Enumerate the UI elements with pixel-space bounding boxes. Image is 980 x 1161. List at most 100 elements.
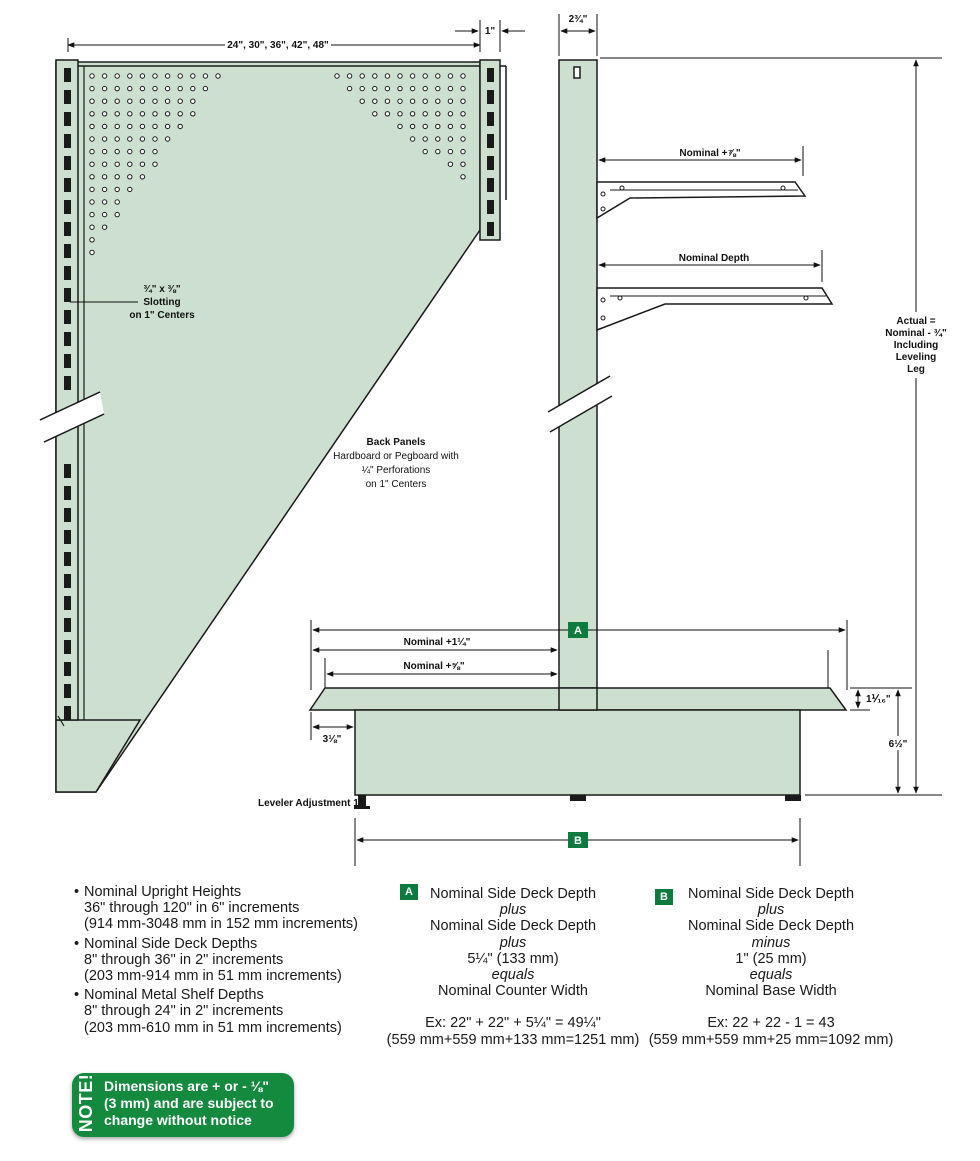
perforation [127,123,133,130]
perforation [139,174,146,180]
actual-height-4: Leveling [896,352,937,363]
perforation [114,174,120,180]
perforation [359,73,365,79]
note-side-deck-depths: •Nominal Side Deck Depths 8" through 36"… [74,936,358,985]
perforation [372,111,378,117]
perforation [447,111,454,117]
upright-slot [64,706,71,720]
perforation [139,98,146,104]
perforation [346,73,353,79]
perforation [127,148,133,155]
perforation [460,111,466,117]
perforation [152,85,158,92]
upright-slot [64,68,71,82]
perforation [177,73,183,79]
upright-slot [487,68,494,82]
perforation [190,98,196,104]
perforation [397,111,403,117]
perforation [384,111,391,117]
formula-operator: plus [757,902,785,919]
perforation [114,199,120,205]
deck-depth-label: Nominal +⅝" [403,661,464,672]
perforation [384,73,391,79]
upright-slot [64,464,71,478]
upright-slot [64,90,71,104]
note-line: 8" through 24" in 2" increments [84,1003,284,1020]
note-title: Nominal Metal Shelf Depths [84,987,264,1004]
perforation [409,85,416,92]
marker-a: A [574,625,582,637]
perforation [89,123,95,130]
perforation [127,174,133,180]
perforation [114,111,120,117]
perforation [397,98,403,104]
perforation [190,111,196,117]
note-line: (203 mm-914 mm in 51 mm increments) [84,968,342,985]
perforation [89,85,95,92]
upright-slot [487,134,494,148]
upright-slot [487,200,494,214]
perforation [164,111,171,117]
perforation [89,249,95,256]
shelf-bracket-lower [596,287,834,332]
perforation [101,186,108,193]
perforation [89,73,95,79]
formula-line: Nominal Side Deck Depth [687,886,855,902]
right-upright [479,59,501,241]
perforation [409,98,416,104]
upright-slot [64,508,71,522]
perforation [422,85,428,92]
perforation [460,98,466,104]
perforation [89,136,95,142]
slotting-label: Slotting [143,297,180,308]
perforation [89,211,95,218]
leveler-label: Leveler Adjustment 1" [258,798,364,809]
perforation [101,73,108,79]
back-panels-perf: ¼" Perforations [362,464,431,476]
formula-b-badge: B [655,889,673,905]
upright-slot [64,486,71,500]
perforation [164,85,171,92]
formula-operator: equals [749,967,793,984]
upright-slot [64,156,71,170]
perforation [346,85,353,92]
formula-a-badge: A [400,884,418,900]
perforation [435,111,441,117]
perforation [409,73,416,79]
perforation [114,148,120,155]
note-text: Dimensions are + or - ⅛" (3 mm) and are … [104,1078,274,1129]
note-shelf-depths: •Nominal Metal Shelf Depths 8" through 2… [74,987,358,1036]
actual-height-5: Leg [907,364,925,375]
back-panels-desc: Hardboard or Pegboard with [333,451,459,462]
upright-slot [64,552,71,566]
perforation [409,123,416,130]
perforation [89,111,95,117]
upper-shelf-label: Nominal +⅞" [679,148,740,159]
upright-slot [64,376,71,390]
upright-slot [64,618,71,632]
perforation [177,85,183,92]
perforation [139,73,146,79]
perforation [139,148,146,155]
upright-slot [64,596,71,610]
perforation [384,85,391,92]
perforation [460,85,466,92]
perforation [202,85,209,92]
perforation [422,123,428,130]
actual-height-2: Nominal - ¾" [885,328,947,339]
perforation [359,85,365,92]
upright-slot [64,684,71,698]
perforation [139,111,146,117]
perforation [164,136,171,142]
perforation [190,85,196,92]
upright-slot [64,354,71,368]
formula-line: Nominal Side Deck Depth [429,918,597,935]
perforation [101,85,108,92]
perforation [101,123,108,130]
upright-slot [64,332,71,346]
actual-height-1: Actual = [896,316,935,327]
spec-notes: •Nominal Upright Heights 36" through 120… [74,884,358,1039]
perforation [334,73,340,79]
perforation [460,136,466,142]
deck-lip-label: 1⅟₁₆" [866,694,891,705]
